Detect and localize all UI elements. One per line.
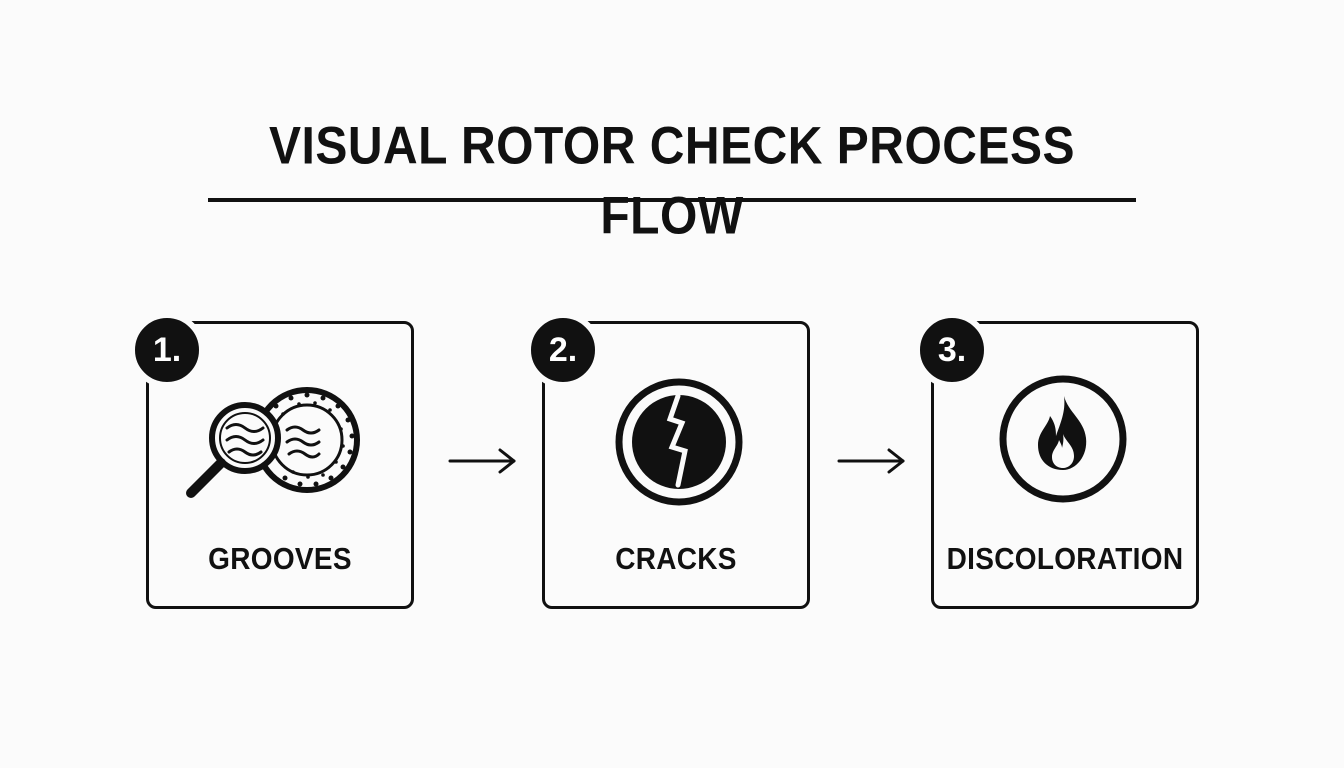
step-card-cracks: 2. CRACKS: [525, 312, 810, 609]
flame-icon: [999, 375, 1127, 503]
right-arrow-icon: [448, 448, 516, 474]
step-label: CRACKS: [615, 541, 737, 576]
step-number: 3.: [937, 331, 967, 369]
diagram-title: VISUAL ROTOR CHECK PROCESS FLOW: [268, 117, 1075, 246]
step-card-discoloration: 3. DISCOLORATION: [914, 312, 1199, 609]
cracked-rotor-icon: [615, 378, 743, 506]
step-number: 2.: [548, 331, 578, 369]
step-number-badge: 3.: [914, 312, 990, 388]
step-label: GROOVES: [208, 541, 352, 576]
step-number: 1.: [152, 331, 182, 369]
step-number-badge: 1.: [129, 312, 205, 388]
right-arrow-icon: [837, 448, 905, 474]
step-card-grooves: 1.: [129, 312, 414, 609]
step-number-badge: 2.: [525, 312, 601, 388]
magnifier-rotor-grooves-icon: [186, 387, 360, 498]
title-underline: [208, 198, 1136, 202]
step-label: DISCOLORATION: [946, 541, 1184, 576]
